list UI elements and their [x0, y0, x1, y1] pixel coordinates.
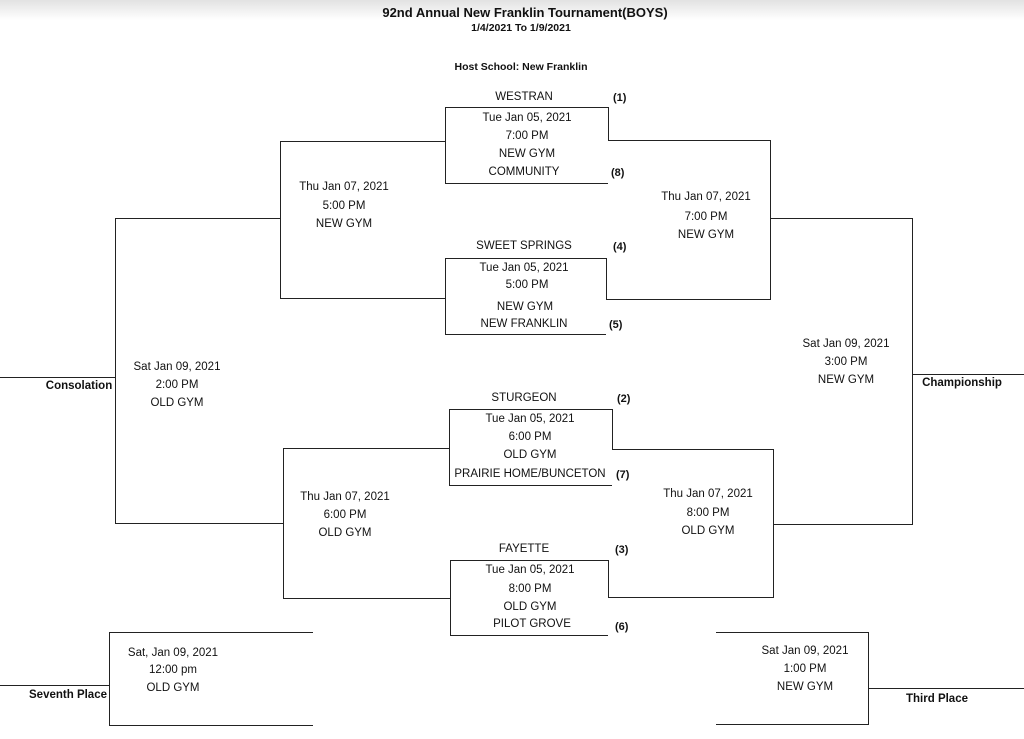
- cons-semi-bot-site: OLD GYM: [318, 527, 372, 539]
- team-pilot-grove: PILOT GROVE: [493, 618, 571, 630]
- consolation-site: OLD GYM: [150, 397, 204, 409]
- semi-bot-time: 8:00 PM: [686, 507, 730, 519]
- game3-date: Tue Jan 05, 2021: [485, 413, 575, 425]
- game4-site: OLD GYM: [503, 601, 557, 613]
- seed-sturgeon: (2): [617, 393, 631, 405]
- seventh-time: 12:00 pm: [149, 664, 197, 676]
- championship-label: Championship: [922, 377, 1002, 389]
- semi-bot-site: OLD GYM: [681, 525, 735, 537]
- game2-date: Tue Jan 05, 2021: [479, 262, 569, 274]
- third-site: NEW GYM: [776, 681, 834, 693]
- tournament-title: 92nd Annual New Franklin Tournament(BOYS…: [382, 5, 668, 20]
- game2-site: NEW GYM: [496, 301, 554, 313]
- seventh-site: OLD GYM: [146, 682, 200, 694]
- host-school: Host School: New Franklin: [454, 61, 588, 73]
- semi-bot-date: Thu Jan 07, 2021: [663, 488, 753, 500]
- team-prairie-home-bunceton: PRAIRIE HOME/BUNCETON: [454, 468, 606, 480]
- third-time: 1:00 PM: [783, 663, 827, 675]
- third-label: Third Place: [906, 693, 968, 705]
- championship-time: 3:00 PM: [824, 356, 868, 368]
- seed-pilot-grove: (6): [615, 621, 629, 633]
- consolation-label: Consolation: [45, 380, 113, 392]
- game4-date: Tue Jan 05, 2021: [485, 564, 575, 576]
- team-westran: WESTRAN: [495, 91, 553, 103]
- game3-time: 6:00 PM: [508, 431, 552, 443]
- game3-site: OLD GYM: [503, 449, 557, 461]
- seed-sweet-springs: (4): [613, 241, 627, 253]
- cons-semi-bot-time: 6:00 PM: [323, 509, 367, 521]
- cons-semi-top-time: 5:00 PM: [322, 200, 366, 212]
- game4-time: 8:00 PM: [508, 583, 552, 595]
- seed-prairie-home-bunceton: (7): [616, 469, 630, 481]
- consolation-date: Sat Jan 09, 2021: [133, 361, 221, 373]
- seed-community: (8): [611, 167, 625, 179]
- cons-semi-bot-date: Thu Jan 07, 2021: [300, 491, 390, 503]
- seed-new-franklin: (5): [609, 319, 623, 331]
- semi-top-site: NEW GYM: [677, 229, 735, 241]
- championship-site: NEW GYM: [817, 374, 875, 386]
- cons-semi-top-site: NEW GYM: [315, 218, 373, 230]
- tournament-dates: 1/4/2021 To 1/9/2021: [471, 22, 571, 34]
- seventh-label: Seventh Place: [29, 689, 107, 701]
- championship-date: Sat Jan 09, 2021: [802, 338, 890, 350]
- team-sturgeon: STURGEON: [491, 392, 557, 404]
- team-new-franklin: NEW FRANKLIN: [480, 318, 568, 330]
- third-date: Sat Jan 09, 2021: [761, 645, 849, 657]
- cons-semi-top-date: Thu Jan 07, 2021: [299, 181, 389, 193]
- team-community: COMMUNITY: [488, 166, 560, 178]
- seventh-date: Sat, Jan 09, 2021: [127, 647, 219, 659]
- team-fayette: FAYETTE: [498, 543, 550, 555]
- seed-fayette: (3): [615, 544, 629, 556]
- team-sweet-springs: SWEET SPRINGS: [476, 240, 572, 252]
- semi-top-time: 7:00 PM: [684, 211, 728, 223]
- seed-westran: (1): [613, 92, 627, 104]
- game2-time: 5:00 PM: [505, 279, 549, 291]
- top-shade: [0, 0, 1024, 20]
- semi-top-date: Thu Jan 07, 2021: [661, 191, 751, 203]
- game1-time: 7:00 PM: [505, 130, 549, 142]
- game1-site: NEW GYM: [498, 148, 556, 160]
- consolation-time: 2:00 PM: [155, 379, 199, 391]
- game1-date: Tue Jan 05, 2021: [482, 112, 572, 124]
